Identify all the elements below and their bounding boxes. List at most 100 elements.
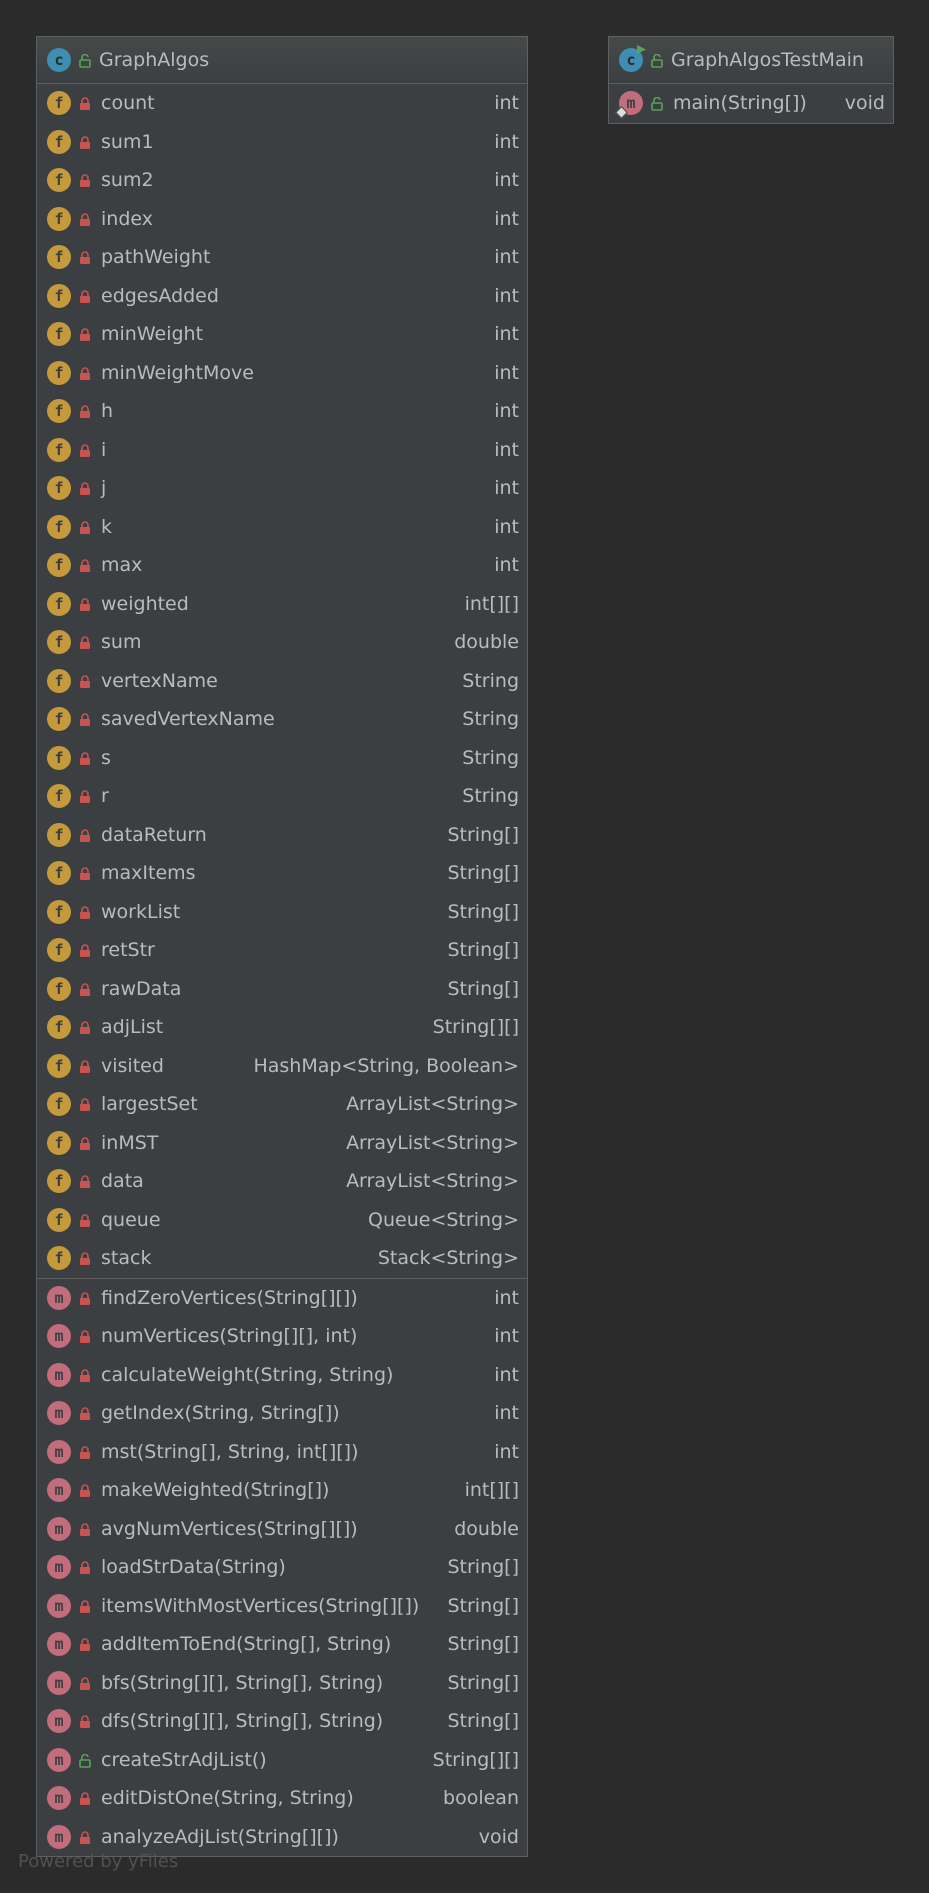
member-name: editDistOne(String, String) bbox=[101, 1787, 354, 1810]
static-mark-icon bbox=[615, 106, 628, 120]
private-lock-icon bbox=[79, 674, 91, 688]
private-lock-icon bbox=[79, 1329, 91, 1344]
private-lock-icon bbox=[79, 327, 91, 342]
member-type: int bbox=[494, 169, 519, 192]
private-lock-icon bbox=[79, 443, 91, 457]
field-icon: f bbox=[47, 514, 71, 539]
member-type: ArrayList<String> bbox=[346, 1170, 519, 1193]
member-type: double bbox=[454, 631, 519, 654]
method-icon: m bbox=[47, 1709, 71, 1734]
member-name: addItemToEnd(String[], String) bbox=[101, 1633, 392, 1656]
field-icon: f bbox=[47, 1169, 71, 1194]
member-name: avgNumVertices(String[][]) bbox=[101, 1517, 358, 1540]
member-name: vertexName bbox=[101, 669, 218, 692]
method-icon: m bbox=[47, 1439, 71, 1464]
public-unlock-icon bbox=[651, 53, 663, 68]
private-lock-icon bbox=[79, 135, 91, 149]
class-title: GraphAlgos bbox=[99, 49, 210, 71]
method-icon: m bbox=[47, 1593, 71, 1618]
member-name: bfs(String[][], String[], String) bbox=[101, 1671, 384, 1694]
field-icon: f bbox=[47, 399, 71, 424]
field-icon: f bbox=[47, 168, 71, 193]
public-unlock-icon bbox=[79, 1753, 91, 1768]
method-icon: m bbox=[47, 1747, 71, 1772]
method-icon: m bbox=[47, 1670, 71, 1695]
member-type: String bbox=[462, 708, 519, 731]
private-lock-icon bbox=[79, 943, 91, 958]
private-lock-icon bbox=[79, 520, 91, 534]
member-name: edgesAdded bbox=[101, 284, 219, 307]
private-lock-icon bbox=[79, 96, 91, 111]
field-icon: f bbox=[47, 861, 71, 886]
field-icon: f bbox=[47, 553, 71, 578]
member-type: int[][] bbox=[464, 1479, 519, 1502]
public-unlock-icon bbox=[651, 96, 663, 112]
field-icon: f bbox=[47, 91, 71, 116]
member-type: ArrayList<String> bbox=[346, 1131, 519, 1154]
field-icon: f bbox=[47, 1092, 71, 1117]
member-name: sum1 bbox=[101, 130, 154, 153]
member-name: findZeroVertices(String[][]) bbox=[101, 1286, 358, 1309]
private-lock-icon bbox=[79, 173, 91, 188]
member-type: String bbox=[462, 785, 519, 808]
private-lock-icon bbox=[79, 905, 91, 919]
private-lock-icon bbox=[79, 982, 91, 996]
member-type: double bbox=[454, 1517, 519, 1540]
member-type: String[] bbox=[447, 939, 519, 962]
member-name: itemsWithMostVertices(String[][]) bbox=[101, 1594, 420, 1617]
member-type: void bbox=[478, 1825, 519, 1848]
run-mark-icon bbox=[637, 45, 646, 54]
member-name: analyzeAdjList(String[][]) bbox=[101, 1825, 339, 1848]
